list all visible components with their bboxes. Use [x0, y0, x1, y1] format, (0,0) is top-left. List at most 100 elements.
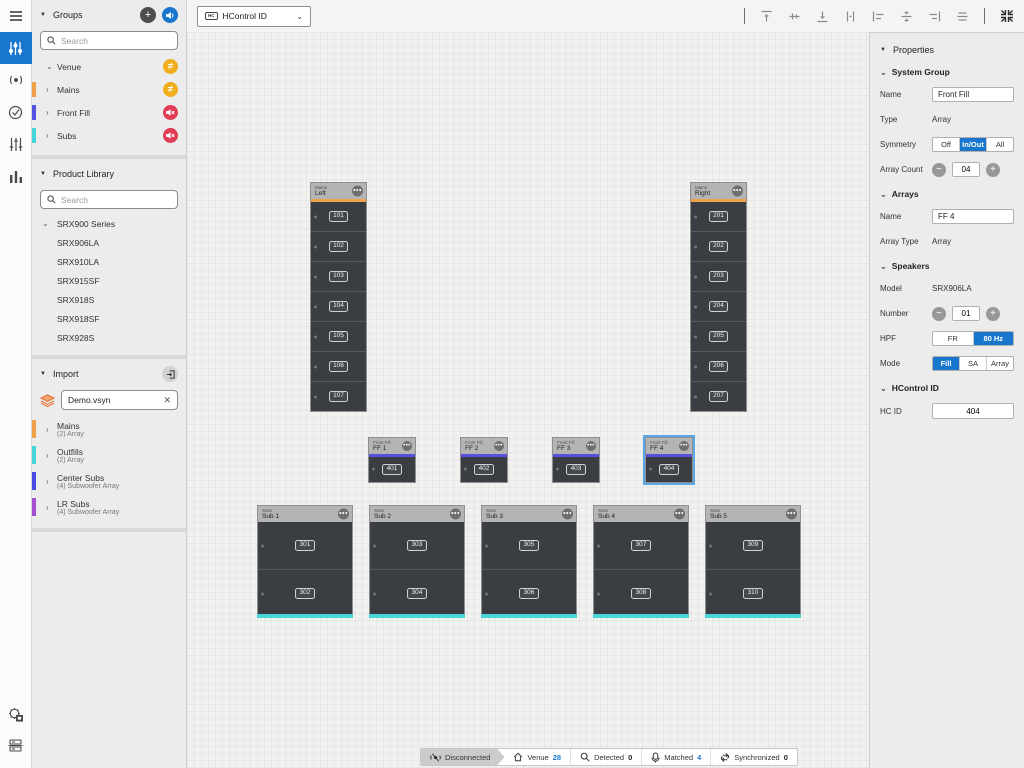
array-header[interactable]: Mains Left ••• [311, 183, 366, 199]
frontfill-ff2[interactable]: Front Fill FF 2 ••• 402 [460, 437, 508, 483]
collapse-triangle-icon[interactable]: ▼ [40, 371, 46, 377]
group-row-subs[interactable]: › Subs [32, 124, 186, 147]
number-field[interactable] [952, 306, 980, 321]
sub-1[interactable]: Subs Sub 1 ••• 301 302 [257, 505, 353, 618]
align-top-icon[interactable] [760, 10, 773, 23]
symmetry-inout-option[interactable]: In/Out [959, 138, 986, 151]
mode-sa-option[interactable]: SA [959, 357, 986, 370]
mixer-view-icon[interactable] [0, 32, 32, 64]
frontfill-ff1[interactable]: Front Fill FF 1 ••• 401 [368, 437, 416, 483]
align-bottom-icon[interactable] [816, 10, 829, 23]
speaker-cell[interactable]: 307 [594, 522, 688, 569]
hcid-field[interactable] [932, 403, 1014, 419]
chevron-right-icon[interactable]: › [46, 131, 49, 140]
decrement-button[interactable]: − [932, 162, 946, 177]
speaker-cell[interactable]: 106 [311, 351, 366, 381]
distribute-horizontal-icon[interactable] [956, 10, 969, 23]
collapse-triangle-icon[interactable]: ▼ [40, 171, 46, 177]
array-header[interactable]: Front Fill FF 3 ••• [553, 438, 599, 454]
connection-status[interactable]: Disconnected [421, 749, 504, 765]
chevron-right-icon[interactable]: › [46, 85, 49, 94]
clear-file-icon[interactable]: ✕ [163, 394, 171, 405]
audition-button[interactable] [162, 7, 178, 23]
array-header[interactable]: Subs Sub 4 ••• [594, 506, 688, 522]
speaker-cell[interactable]: 404 [646, 457, 692, 483]
speaker-cell[interactable]: 306 [482, 569, 576, 617]
more-options-icon[interactable]: ••• [352, 185, 363, 197]
group-name-field[interactable] [932, 87, 1014, 102]
chevron-right-icon[interactable]: › [46, 424, 49, 434]
library-model[interactable]: SRX906LA [57, 237, 100, 248]
more-options-icon[interactable]: ••• [402, 441, 412, 451]
speaker-cell[interactable]: 302 [258, 569, 352, 617]
speaker-cell[interactable]: 308 [594, 569, 688, 617]
muted-badge[interactable] [163, 105, 178, 120]
more-options-icon[interactable]: ••• [732, 185, 743, 197]
groups-search[interactable] [40, 31, 178, 50]
speaker-cell[interactable]: 401 [369, 457, 415, 483]
transmit-icon[interactable] [0, 64, 32, 96]
view-mode-dropdown[interactable]: HC HControl ID ⌄ [197, 5, 311, 27]
arrays-section-header[interactable]: ⌄ Arrays [880, 189, 919, 199]
speaker-cell[interactable]: 101 [311, 202, 366, 231]
symmetry-all-option[interactable]: All [986, 138, 1013, 151]
array-header[interactable]: Front Fill FF 4 ••• [646, 438, 692, 454]
symmetry-off-option[interactable]: Off [941, 140, 951, 149]
array-count-field[interactable] [952, 162, 980, 177]
speaker-cell[interactable]: 305 [482, 522, 576, 569]
system-group-section-header[interactable]: ⌄ System Group [880, 67, 950, 77]
library-model[interactable]: SRX918SF [57, 313, 100, 324]
more-options-icon[interactable]: ••• [786, 508, 797, 520]
speaker-cell[interactable]: 303 [370, 522, 464, 569]
library-model[interactable]: SRX918S [57, 294, 95, 305]
import-file-button[interactable] [162, 366, 178, 382]
array-header[interactable]: Front Fill FF 1 ••• [369, 438, 415, 454]
frontfill-ff3[interactable]: Front Fill FF 3 ••• 403 [552, 437, 600, 483]
not-equal-badge[interactable]: ≠ [163, 59, 178, 74]
more-options-icon[interactable]: ••• [338, 508, 349, 520]
muted-badge[interactable] [163, 128, 178, 143]
chevron-right-icon[interactable]: › [46, 476, 49, 486]
speaker-cell[interactable]: 107 [311, 381, 366, 411]
array-header[interactable]: Subs Sub 3 ••• [482, 506, 576, 522]
menu-icon[interactable] [0, 0, 32, 32]
speaker-cell[interactable]: 402 [461, 457, 507, 483]
distribute-vertical-icon[interactable] [900, 10, 913, 23]
array-header[interactable]: Front Fill FF 2 ••• [461, 438, 507, 454]
tune-icon[interactable] [0, 128, 32, 160]
check-circle-icon[interactable] [0, 96, 32, 128]
group-row-venue[interactable]: ⌄ Venue ≠ [32, 55, 186, 78]
firmware-update-icon[interactable] [0, 698, 32, 730]
synchronized-status[interactable]: Synchronized 0 [710, 749, 797, 765]
mode-array-option[interactable]: Array [986, 357, 1013, 370]
speaker-cell[interactable]: 202 [691, 231, 746, 261]
speaker-cell[interactable]: 310 [706, 569, 800, 617]
more-options-icon[interactable]: ••• [586, 441, 596, 451]
speaker-cell[interactable]: 304 [370, 569, 464, 617]
speaker-cell[interactable]: 201 [691, 202, 746, 231]
speaker-cell[interactable]: 205 [691, 321, 746, 351]
groups-search-input[interactable] [61, 35, 171, 46]
sub-2[interactable]: Subs Sub 2 ••• 303 304 [369, 505, 465, 618]
hpf-80hz-option[interactable]: 80 Hz [972, 332, 1013, 345]
library-model[interactable]: SRX910LA [57, 256, 100, 267]
speaker-cell[interactable]: 204 [691, 291, 746, 321]
not-equal-badge[interactable]: ≠ [163, 82, 178, 97]
align-right-icon[interactable] [928, 10, 941, 23]
add-group-button[interactable]: + [140, 7, 156, 23]
more-options-icon[interactable]: ••• [494, 441, 504, 451]
import-item-mains[interactable]: › Mains (2) Array [32, 416, 186, 442]
speaker-cell[interactable]: 104 [311, 291, 366, 321]
increment-button[interactable]: + [986, 306, 1000, 321]
speaker-cell[interactable]: 105 [311, 321, 366, 351]
library-search-input[interactable] [61, 194, 171, 205]
group-row-front-fill[interactable]: › Front Fill [32, 101, 186, 124]
collapse-triangle-icon[interactable]: ▼ [40, 12, 46, 18]
sub-4[interactable]: Subs Sub 4 ••• 307 308 [593, 505, 689, 618]
array-header[interactable]: Subs Sub 1 ••• [258, 506, 352, 522]
increment-button[interactable]: + [986, 162, 1000, 177]
array-header[interactable]: Subs Sub 5 ••• [706, 506, 800, 522]
speaker-cell[interactable]: 203 [691, 261, 746, 291]
import-item-center-subs[interactable]: › Center Subs (4) Subwoofer Array [32, 468, 186, 494]
more-options-icon[interactable]: ••• [450, 508, 461, 520]
